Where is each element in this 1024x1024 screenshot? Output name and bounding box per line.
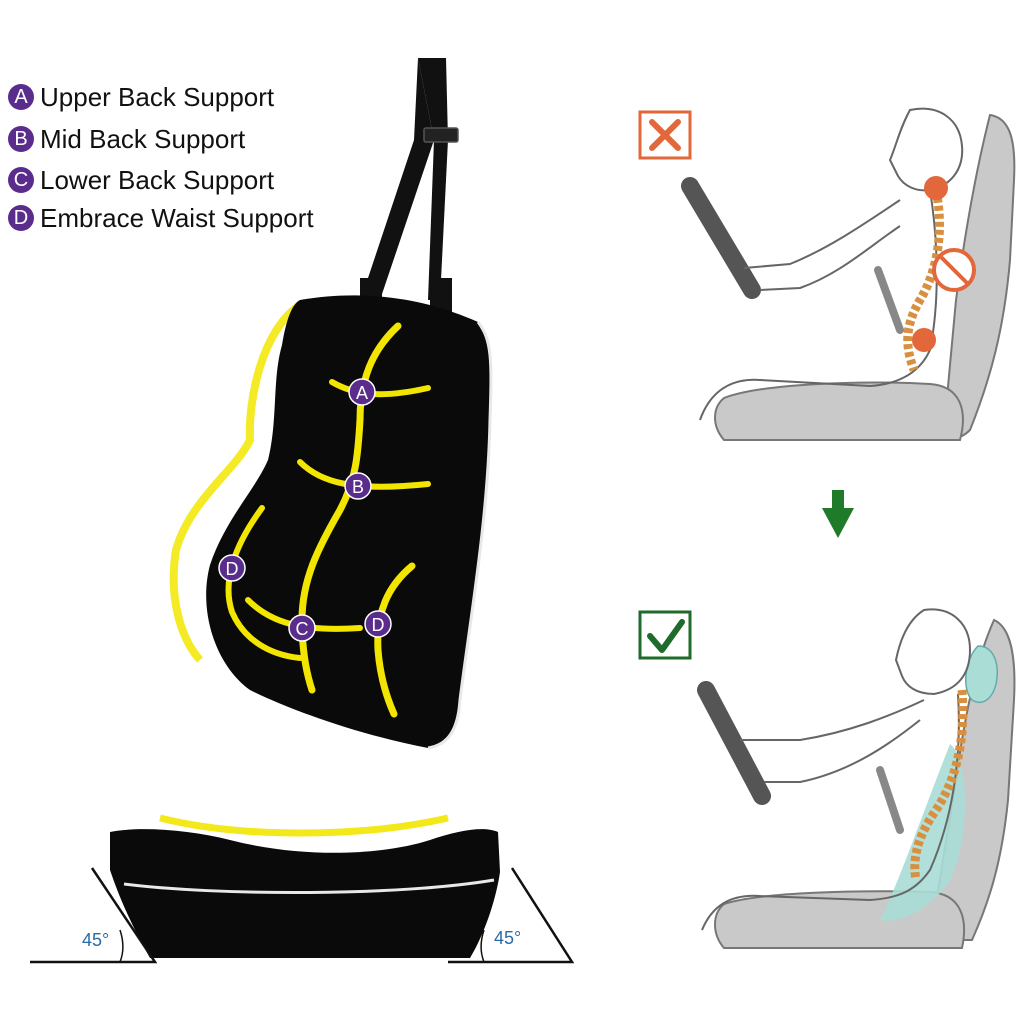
angle-label-left: 45° — [82, 930, 109, 950]
correct-posture-scene — [638, 608, 1016, 949]
cushion-marker-b: B — [344, 472, 372, 500]
legend-item-d: D Embrace Waist Support — [8, 200, 314, 236]
marker-d-left-label: D — [226, 559, 239, 579]
strap-buckle-icon — [423, 127, 459, 143]
x-mark-icon — [638, 110, 692, 160]
angle-label-right: 45° — [494, 928, 521, 948]
marker-d-right-label: D — [372, 615, 385, 635]
legend-item-b: B Mid Back Support — [8, 118, 314, 160]
angle-guides — [30, 867, 575, 964]
seat-cushion — [110, 829, 500, 958]
legend-label-b: Mid Back Support — [40, 123, 246, 154]
wrong-posture-scene — [638, 107, 1016, 441]
seat-cushion-glow — [159, 814, 449, 837]
legend-item-a: A Upper Back Support — [8, 76, 314, 118]
cushion-strap — [360, 58, 459, 318]
cushion-marker-d-right: D — [364, 610, 392, 638]
down-arrow-icon — [822, 490, 854, 538]
legend-label-a: Upper Back Support — [40, 81, 275, 112]
marker-c-label: C — [296, 619, 309, 639]
legend-label-c: Lower Back Support — [40, 164, 275, 195]
legend-badge-b: B — [8, 126, 34, 152]
cushion-marker-c: C — [288, 614, 316, 642]
marker-a-label: A — [356, 383, 368, 403]
legend-badge-d: D — [8, 205, 34, 231]
legend-badge-a: A — [8, 84, 34, 110]
legend-item-c: C Lower Back Support — [8, 160, 314, 200]
pain-burst-icon — [924, 176, 948, 200]
pain-burst-icon — [912, 328, 936, 352]
legend-badge-c: C — [8, 167, 34, 193]
legend-label-d: Embrace Waist Support — [40, 202, 314, 233]
cushion-marker-d-left: D — [218, 554, 246, 582]
cushion-glow — [169, 301, 303, 663]
feature-legend: A Upper Back Support B Mid Back Support … — [8, 76, 314, 236]
cushion-marker-a: A — [348, 378, 376, 406]
marker-b-label: B — [352, 477, 364, 497]
back-cushion — [206, 295, 493, 750]
